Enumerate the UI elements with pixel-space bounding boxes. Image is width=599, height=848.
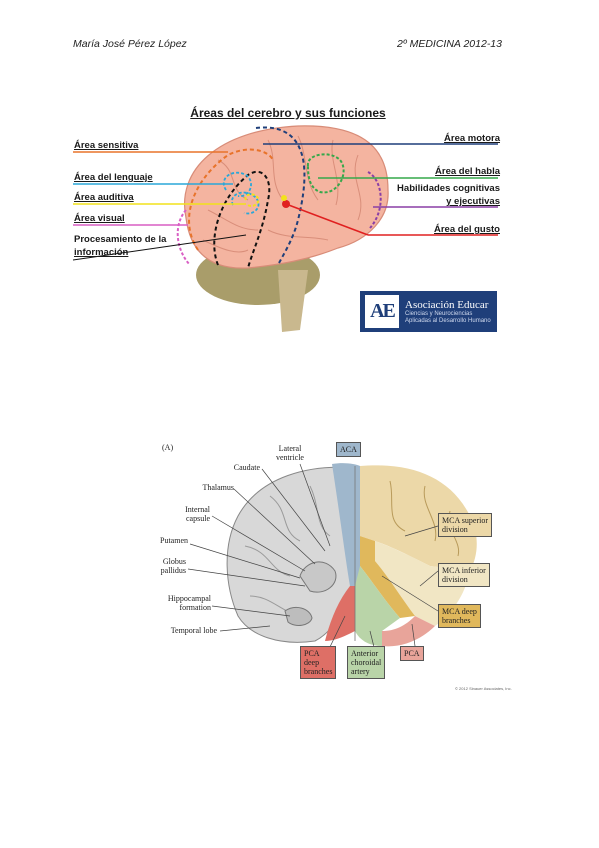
territory-mca-superior [360, 465, 477, 571]
logo-tagline-1: Ciencias y Neurociencias [405, 310, 473, 317]
box-mca-deep-line2: branches [442, 616, 471, 625]
label-internal-capsule-1: Internal [185, 505, 210, 514]
area-procesamiento-outline [213, 170, 271, 269]
box-pca: PCA [400, 646, 424, 661]
box-anterior-choroidal-line2: choroidal [351, 658, 382, 667]
box-anterior-choroidal: Anterior choroidal artery [347, 646, 386, 679]
area-auditiva-marker [281, 195, 287, 201]
area-habilidades-outline [367, 171, 382, 229]
label-area-habla: Área del habla [435, 166, 500, 177]
box-mca-superior: MCA superior division [438, 513, 492, 537]
area-motora-outline [255, 126, 306, 266]
left-basal-ganglia [299, 561, 337, 593]
territory-aca [332, 463, 360, 586]
coronal-section-figure: (A) Lateral ventricle Caudate Thalamus I… [150, 436, 535, 696]
box-mca-inferior-line2: division [442, 575, 468, 584]
header-course: 2º MEDICINA 2012-13 [397, 38, 502, 50]
box-mca-inferior: MCA inferior division [438, 563, 490, 587]
box-pca-deep: PCA deep branches [300, 646, 337, 679]
logo-name: Asociación Educar [405, 298, 489, 311]
left-label-leaders [187, 463, 331, 632]
header-author: María José Pérez López [73, 38, 187, 50]
territory-pca-deep [325, 586, 355, 641]
logo-tagline-2: Aplicadas al Desarrollo Humano [405, 317, 491, 324]
label-procesamiento-1: Procesamiento de la [74, 234, 167, 245]
asociacion-educar-logo: AE Asociación Educar Ciencias y Neurocie… [360, 291, 497, 332]
label-putamen: Putamen [160, 536, 188, 545]
box-mca-deep: MCA deep branches [438, 604, 481, 628]
label-caudate: Caudate [233, 463, 260, 472]
box-mca-inferior-line1: MCA inferior [442, 566, 486, 575]
label-area-lenguaje: Área del lenguaje [74, 172, 153, 183]
box-mca-superior-line1: MCA superior [442, 516, 488, 525]
box-mca-deep-line1: MCA deep [442, 607, 477, 616]
area-visual-outline [176, 209, 191, 266]
territory-mca-deep [360, 536, 415, 618]
territory-pca [382, 616, 435, 647]
brain-areas-figure: Áreas del cerebro y sus funciones [68, 100, 508, 340]
box-pca-deep-line1: PCA [304, 649, 320, 658]
label-habilidades-2: y ejecutivas [446, 196, 500, 207]
box-anterior-choroidal-line3: artery [351, 667, 370, 676]
label-hippocampal-1: Hippocampal [167, 594, 211, 603]
area-sensitiva-outline [188, 148, 274, 251]
label-area-sensitiva: Área sensitiva [74, 140, 139, 151]
territory-anterior-choroidal [355, 566, 400, 646]
logo-mark: AE [365, 295, 399, 328]
figure-title: Áreas del cerebro y sus funciones [190, 106, 386, 120]
area-habla-outline [306, 153, 345, 194]
label-thalamus: Thalamus [202, 483, 234, 492]
brainstem-shape [278, 270, 308, 332]
label-temporal-lobe: Temporal lobe [170, 626, 217, 635]
label-hippocampal-2: formation [179, 603, 211, 612]
gyri-lines [202, 135, 362, 253]
figure-credit: © 2012 Sinauer Associates, Inc. [455, 686, 512, 691]
label-area-auditiva: Área auditiva [74, 192, 134, 203]
box-mca-superior-line2: division [442, 525, 468, 534]
box-pca-deep-line3: branches [304, 667, 333, 676]
brain-lateral-illustration [72, 125, 498, 332]
label-globus-pallidus-1: Globus [162, 557, 186, 566]
label-habilidades-1: Habilidades cognitivas [397, 183, 500, 194]
area-lenguaje-outline [223, 171, 252, 197]
label-area-visual: Área visual [74, 213, 125, 224]
label-area-motora: Área motora [444, 133, 500, 144]
box-aca: ACA [336, 442, 361, 457]
label-internal-capsule-2: capsule [186, 514, 210, 523]
label-lateral-ventricle-1: Lateral [278, 444, 302, 453]
box-anterior-choroidal-line1: Anterior [351, 649, 379, 658]
label-procesamiento-2: información [74, 247, 129, 258]
label-globus-pallidus-2: pallidus [160, 566, 186, 575]
box-pca-deep-line2: deep [304, 658, 320, 667]
leader-gusto-a [285, 203, 369, 236]
panel-label: (A) [162, 443, 174, 452]
left-hippocampus [284, 607, 313, 626]
area-auditiva-outline [244, 193, 260, 208]
leader-procesamiento [72, 234, 247, 261]
label-lateral-ventricle-2: ventricle [276, 453, 304, 462]
label-area-gusto: Área del gusto [434, 224, 500, 235]
